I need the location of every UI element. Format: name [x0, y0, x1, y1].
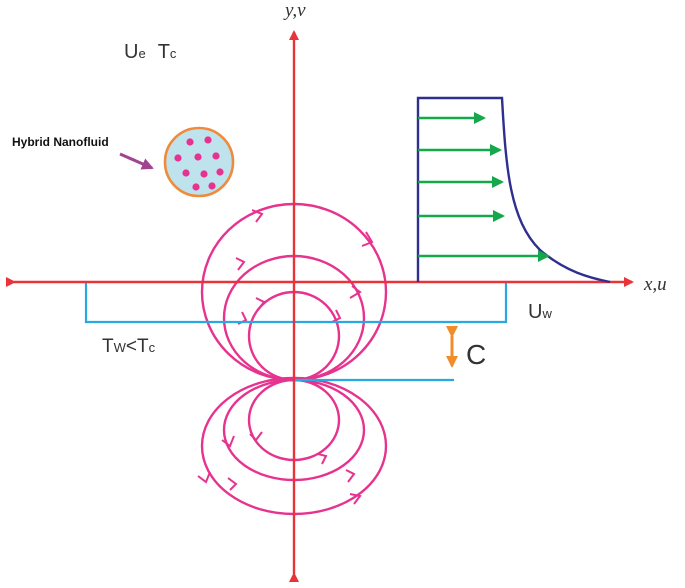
- flow-arrow: [227, 477, 238, 491]
- flow-arrow: [255, 297, 266, 311]
- nanoparticle: [182, 169, 190, 177]
- axes: [6, 30, 634, 582]
- flow-arrow: [331, 309, 342, 323]
- flow-arrow: [197, 471, 211, 484]
- nanoparticle: [174, 154, 182, 162]
- nanoparticle: [194, 153, 202, 161]
- nanoparticle: [212, 152, 220, 160]
- pointer-arrow: [119, 152, 154, 170]
- flow-arrow: [345, 469, 356, 483]
- flow-arrow: [317, 453, 328, 465]
- flow-arrow: [235, 257, 246, 271]
- flow-arrow: [221, 435, 235, 448]
- y-axis-label: y,v: [283, 0, 306, 21]
- nanoparticles: [174, 136, 224, 191]
- nanofluid-circle: [163, 126, 235, 198]
- boundary-layer-profile-curve: [416, 96, 611, 284]
- nanoparticle: [200, 170, 208, 178]
- flow-arrow: [361, 231, 374, 247]
- lower-flow-direction-arrows: [197, 431, 362, 505]
- nanoparticle: [192, 183, 200, 191]
- velocity-vectors: [418, 112, 550, 262]
- wall-guides: [84, 282, 508, 382]
- x-axis-label: x,u: [643, 274, 667, 295]
- nanoparticle: [204, 136, 212, 144]
- wall-velocity-label: Uw: [528, 301, 552, 323]
- flow-arrow: [249, 431, 263, 442]
- nanofluid-droplet: [119, 126, 235, 198]
- upper-flow-direction-arrows: [235, 209, 374, 325]
- flow-arrow: [349, 493, 362, 505]
- wall-region-bracket: [84, 282, 508, 324]
- nanoparticle: [216, 168, 224, 176]
- nanofluid-label: Hybrid Nanofluid: [12, 135, 109, 149]
- temperature-condition-label: TW<Tc: [102, 336, 156, 357]
- gap-label: C: [466, 339, 486, 370]
- velocity-profile: [416, 96, 611, 284]
- flow-arrow: [349, 285, 362, 299]
- nanoparticle: [208, 182, 216, 190]
- flow-arrow: [251, 209, 264, 223]
- nanoparticle: [186, 138, 194, 146]
